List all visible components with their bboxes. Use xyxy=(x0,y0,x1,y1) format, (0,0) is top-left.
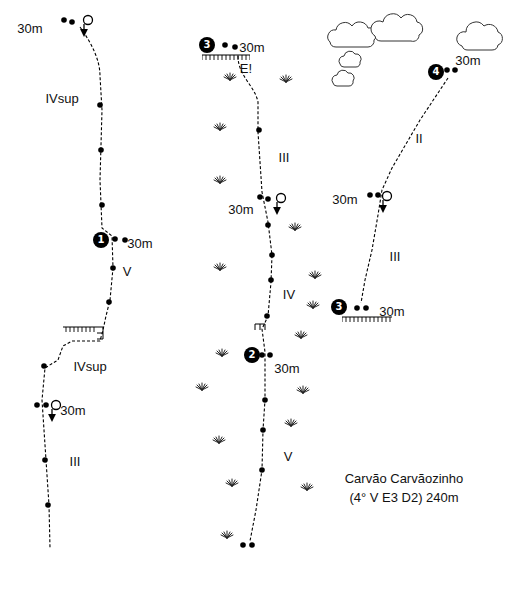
pitch-label: V xyxy=(123,265,132,278)
pitch-label: II xyxy=(415,132,422,145)
route-line xyxy=(42,27,448,548)
pitch-label: E! xyxy=(240,62,252,75)
pitch-label: V xyxy=(284,450,293,463)
pitch-label: 30m xyxy=(60,404,85,417)
route-info: (4° V E3 D2) 240m xyxy=(349,491,458,504)
belay-number: 4 xyxy=(428,64,444,80)
bolt xyxy=(34,17,458,548)
belay-number-text: 2 xyxy=(249,350,256,360)
belay-number-text: 4 xyxy=(433,67,440,77)
belay-number: 1 xyxy=(93,232,109,248)
belay-number-text: 3 xyxy=(204,40,211,50)
pitch-label: IVsup xyxy=(45,92,78,105)
pitch-label: III xyxy=(390,250,401,263)
pitch-label: 30m xyxy=(228,203,253,216)
pitch-label: IV xyxy=(283,288,295,301)
vegetation xyxy=(196,73,321,538)
ledge xyxy=(63,55,392,339)
pitch-label: 30m xyxy=(127,237,152,250)
belay-number: 3 xyxy=(199,37,215,53)
pitch-label: IVsup xyxy=(73,360,106,373)
cloud xyxy=(328,14,503,86)
pitch-label: 30m xyxy=(379,305,404,318)
belay-number: 2 xyxy=(244,347,260,363)
pitch-label: III xyxy=(70,455,81,468)
belay-number: 3 xyxy=(331,299,347,315)
belay-number-text: 1 xyxy=(98,235,105,245)
pitch-label: 30m xyxy=(455,54,480,67)
pitch-label: 30m xyxy=(274,362,299,375)
pitch-label: III xyxy=(279,151,290,164)
route-info: Carvão Carvãozinho xyxy=(345,472,464,485)
pitch-label: 30m xyxy=(239,41,264,54)
pitch-label: 30m xyxy=(332,193,357,206)
pitch-label: 30m xyxy=(17,22,42,35)
rappel-ring xyxy=(52,16,392,419)
belay-number-text: 3 xyxy=(336,302,343,312)
